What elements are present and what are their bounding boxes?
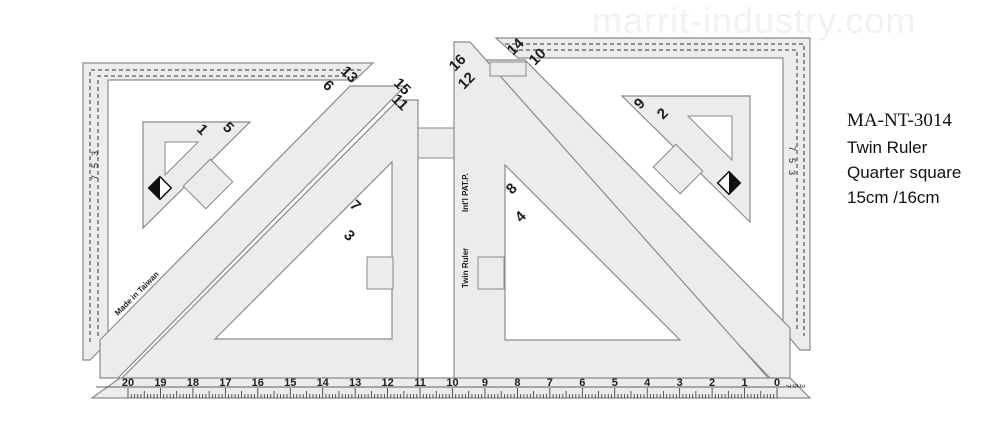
scale-label-15: 15 bbox=[284, 377, 296, 389]
left-connector-block-1 bbox=[182, 158, 234, 210]
left-side-5: 5 bbox=[90, 163, 100, 168]
left-ruler-frame bbox=[82, 62, 375, 361]
scale-label-13: 13 bbox=[349, 377, 361, 389]
right-connector-block-1 bbox=[652, 143, 704, 195]
product-type: Quarter square bbox=[847, 163, 962, 182]
scale-label-2: 2 bbox=[709, 377, 715, 389]
watermark-text: marrit-industry.com bbox=[592, 0, 917, 41]
scale-label-18: 18 bbox=[187, 377, 199, 389]
left-ruler-inner-window bbox=[213, 160, 393, 340]
scale-end-label-5: 5 bbox=[791, 384, 798, 388]
brand-text: Twin Ruler bbox=[461, 248, 470, 288]
left-side-3: 3 bbox=[90, 151, 100, 156]
left-connector-block-3 bbox=[417, 127, 455, 159]
left-small-triangle-window bbox=[164, 141, 200, 177]
right-side-3: 3 bbox=[787, 170, 797, 175]
scale-label-5: 5 bbox=[612, 377, 618, 389]
scale-label-20: 20 bbox=[122, 377, 134, 389]
right-ruler-frame bbox=[494, 37, 811, 351]
scale-label-1: 1 bbox=[741, 377, 747, 389]
right-side-5: 5 bbox=[787, 158, 797, 163]
scale-ticks bbox=[127, 388, 778, 398]
scale-label-9: 9 bbox=[482, 377, 488, 389]
left-side-7: 7 bbox=[90, 175, 100, 180]
scale-label-4: 4 bbox=[644, 377, 651, 389]
side-scale-numbers: 7 5 3 7 5 3 bbox=[90, 146, 797, 180]
product-name: Twin Ruler bbox=[847, 138, 928, 157]
patent-text: Int'l PAT.P. bbox=[461, 173, 470, 212]
scale-label-11: 11 bbox=[414, 377, 426, 389]
model-number: MA-NT-3014 bbox=[847, 110, 952, 131]
scale-label-17: 17 bbox=[219, 377, 231, 389]
scale-label-16: 16 bbox=[252, 377, 264, 389]
scale-label-7: 7 bbox=[547, 377, 553, 389]
scale-bar-body bbox=[90, 377, 812, 399]
left-ruler-diagonal-strip bbox=[99, 85, 407, 379]
right-connector-block-2 bbox=[477, 256, 505, 290]
scale-label-14: 14 bbox=[317, 377, 330, 389]
right-small-triangle-window bbox=[686, 115, 733, 162]
right-ruler-seam-lines bbox=[505, 43, 805, 336]
right-connector-block-3 bbox=[489, 61, 527, 77]
right-ruler-inner-window bbox=[504, 163, 682, 341]
left-connector-block-2 bbox=[366, 256, 394, 290]
product-size: 15cm /16cm bbox=[847, 188, 940, 207]
scale-label-12: 12 bbox=[381, 377, 393, 389]
scale-label-8: 8 bbox=[514, 377, 520, 389]
scale-label-3: 3 bbox=[677, 377, 683, 389]
product-info: MA-NT-3014 Twin Ruler Quarter square 15c… bbox=[847, 108, 961, 210]
scale-end-label-7: 7 bbox=[784, 384, 791, 388]
scale-label-0: 0 bbox=[774, 377, 780, 389]
right-side-7: 7 bbox=[787, 146, 797, 151]
left-ruler-seam-lines bbox=[89, 69, 363, 342]
scale-label-19: 19 bbox=[154, 377, 166, 389]
scale-end-label-3: 3 bbox=[798, 384, 805, 388]
scale-label-6: 6 bbox=[579, 377, 585, 389]
right-diamond-mark bbox=[716, 170, 742, 196]
left-diamond-mark bbox=[147, 175, 173, 201]
scale-label-10: 10 bbox=[446, 377, 458, 389]
